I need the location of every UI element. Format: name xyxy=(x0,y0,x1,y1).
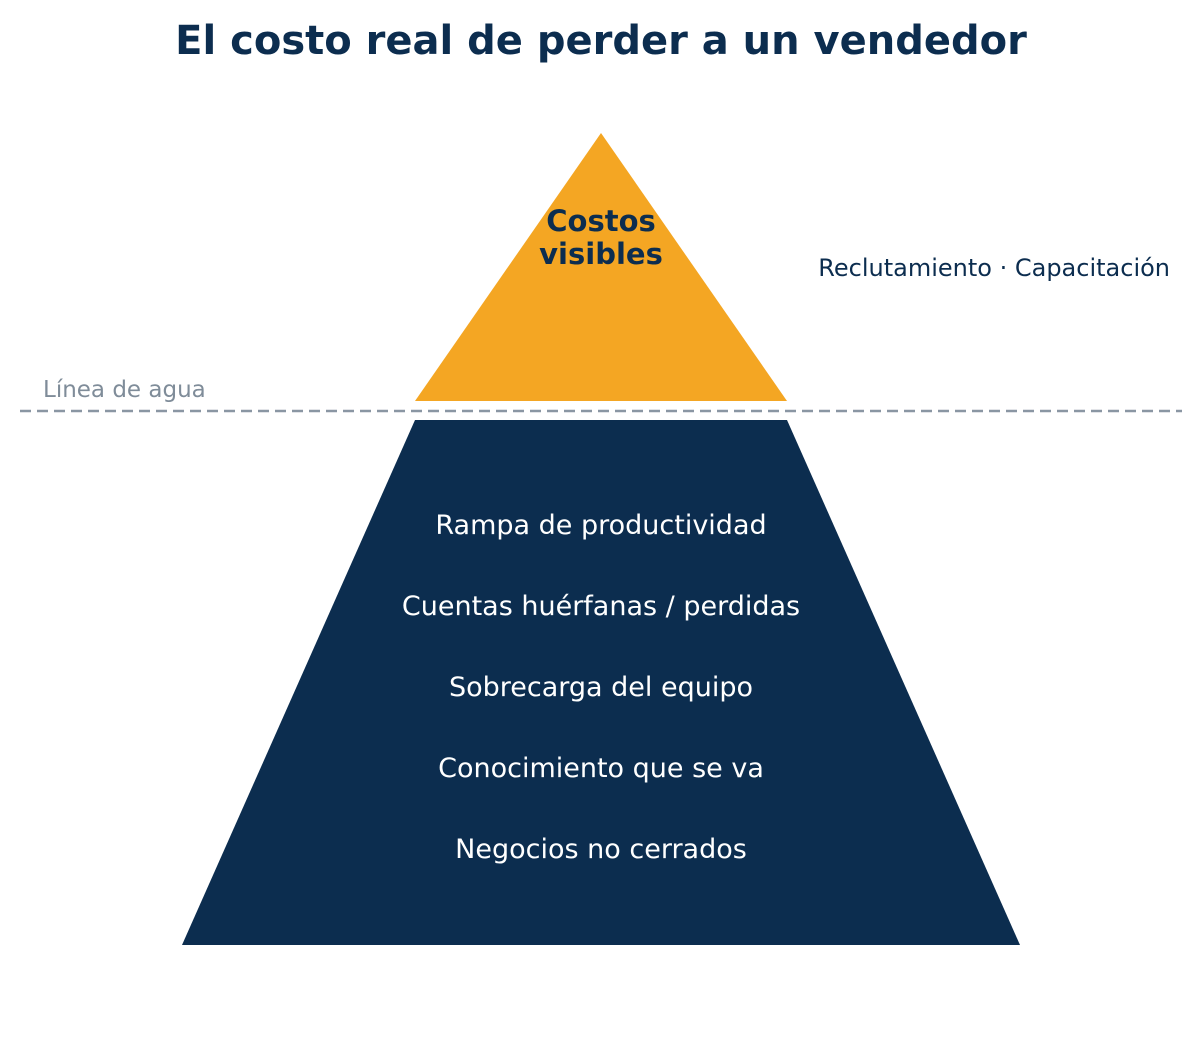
diagram-title: El costo real de perder a un vendedor xyxy=(175,18,1027,64)
hidden-cost-item: Cuentas huérfanas / perdidas xyxy=(402,591,800,622)
visible-costs-label-line2: visibles xyxy=(539,237,663,271)
hidden-costs-trapezoid xyxy=(182,420,1020,945)
hidden-cost-item: Rampa de productividad xyxy=(435,510,766,541)
visible-costs-side-note: Reclutamiento · Capacitación xyxy=(818,254,1170,282)
hidden-cost-item: Conocimiento que se va xyxy=(438,753,764,784)
waterline-label: Línea de agua xyxy=(43,377,206,403)
hidden-cost-item: Sobrecarga del equipo xyxy=(449,672,753,703)
visible-costs-triangle xyxy=(415,133,787,401)
visible-costs-label-line1: Costos xyxy=(546,204,656,238)
hidden-cost-item: Negocios no cerrados xyxy=(455,834,747,865)
